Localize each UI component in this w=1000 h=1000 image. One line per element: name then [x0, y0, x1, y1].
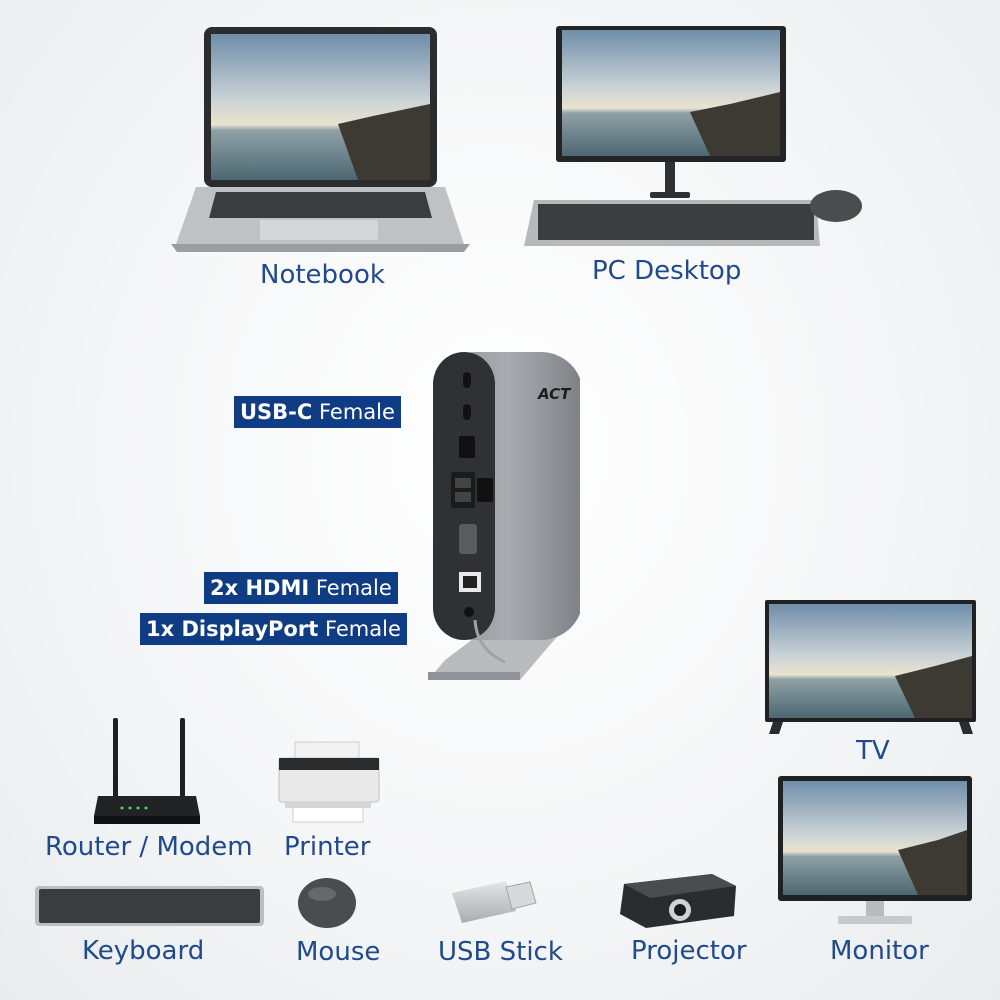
hdmi-female-tag: 2x HDMI Female — [204, 572, 398, 604]
usb-c-female-tag: USB-C Female — [234, 396, 401, 428]
keyboard-image — [35, 886, 265, 928]
monitor-image — [778, 776, 974, 932]
printer-label: Printer — [284, 832, 371, 862]
tag-bold-text: 2x HDMI — [210, 576, 310, 600]
tag-rest-text: Female — [312, 400, 395, 424]
printer-image — [275, 740, 380, 826]
router-modem-label: Router / Modem — [45, 832, 253, 862]
tv-image — [765, 600, 977, 736]
tag-bold-text: 1x DisplayPort — [146, 617, 319, 641]
notebook-image — [168, 24, 473, 256]
tag-bold-text: USB-C — [240, 400, 313, 424]
tv-label: TV — [856, 736, 890, 766]
keyboard-label: Keyboard — [82, 936, 205, 966]
projector-image — [616, 870, 740, 932]
mouse-image — [296, 876, 358, 930]
tag-rest-text: Female — [318, 617, 401, 641]
tag-rest-text: Female — [309, 576, 392, 600]
monitor-label: Monitor — [830, 936, 929, 966]
usb-stick-image — [448, 879, 538, 929]
docking-station-image — [425, 350, 580, 680]
displayport-female-tag: 1x DisplayPort Female — [140, 613, 407, 645]
dock-brand-logo: ACT — [538, 385, 571, 403]
usb-stick-label: USB Stick — [438, 937, 563, 967]
pc-desktop-image — [520, 24, 870, 254]
router-modem-image — [92, 716, 202, 828]
projector-label: Projector — [631, 936, 747, 966]
pc-desktop-label: PC Desktop — [592, 256, 742, 286]
mouse-label: Mouse — [296, 937, 381, 967]
notebook-label: Notebook — [260, 260, 385, 290]
